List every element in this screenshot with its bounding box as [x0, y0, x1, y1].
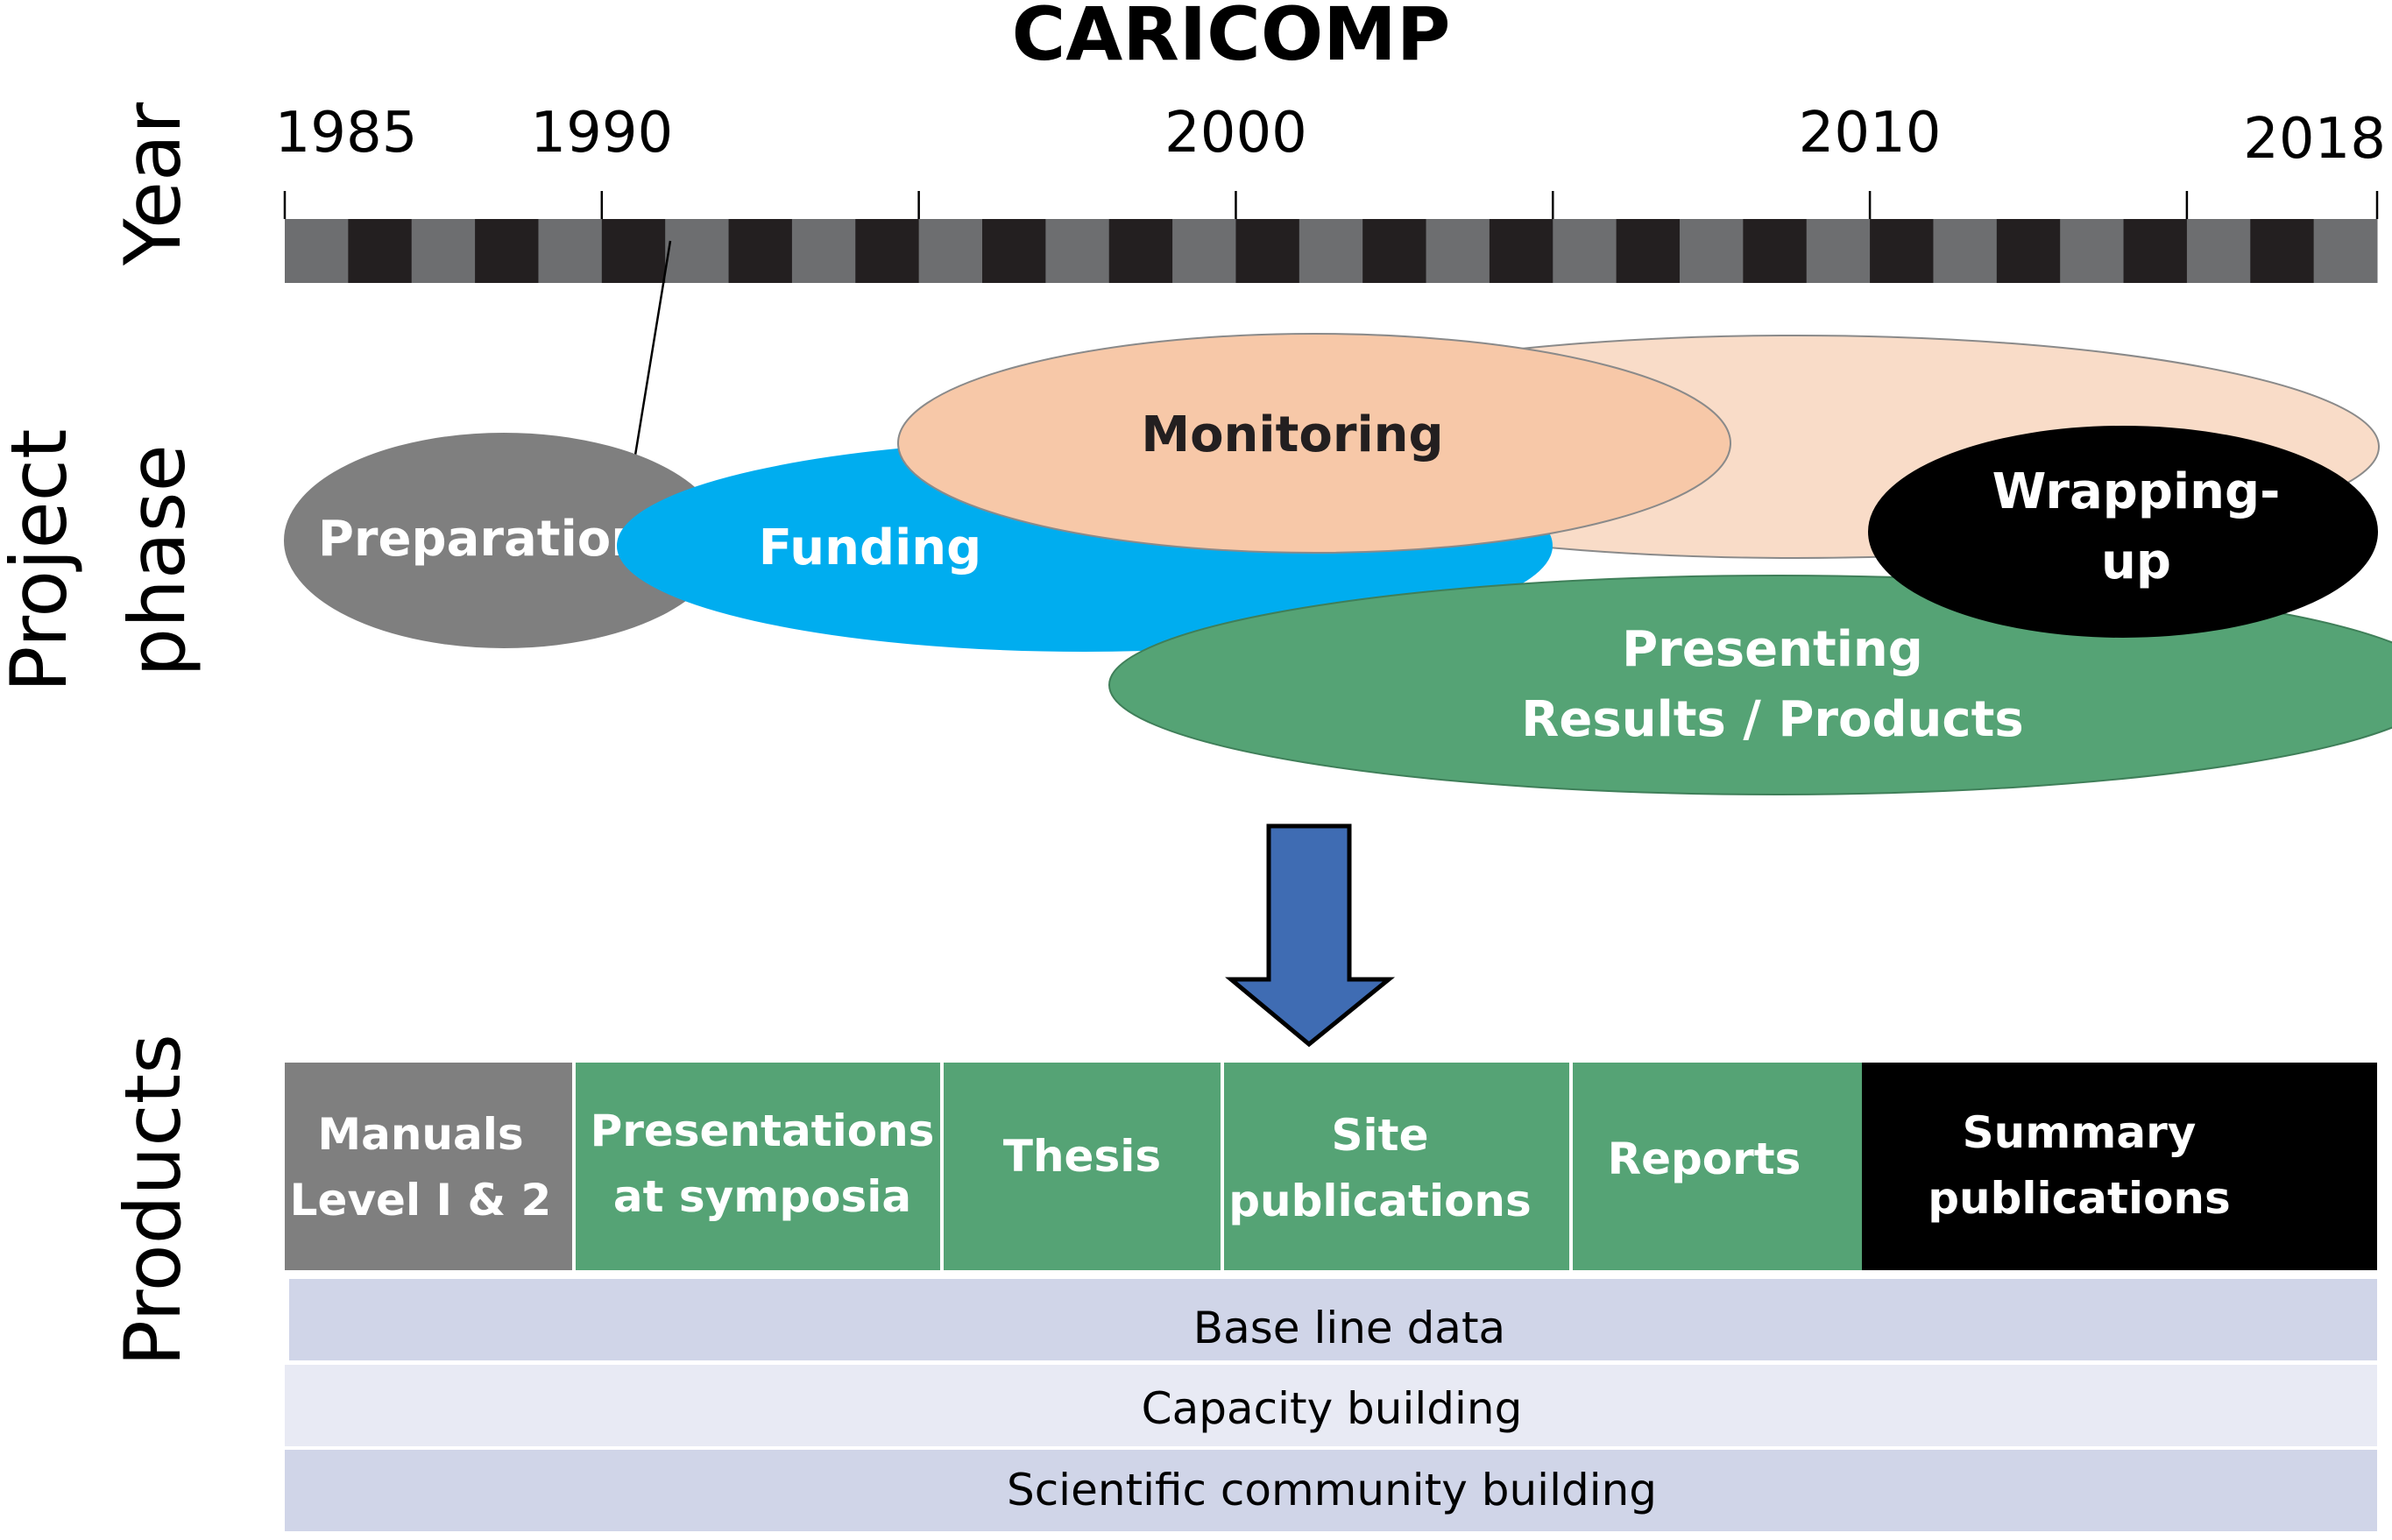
timeline-year-block [728, 219, 793, 283]
timeline-year-block [1108, 219, 1173, 283]
timeline-year-block [1933, 219, 1998, 283]
band-community: Scientific community building [285, 1450, 2377, 1531]
down-arrow-icon [1225, 823, 1396, 1048]
timeline-year-block [1489, 219, 1553, 283]
phase-preparation: Preparation [284, 433, 724, 648]
timeline-year-block [601, 219, 666, 283]
timeline-year-block [1996, 219, 2061, 283]
timeline-year-block [1299, 219, 1363, 283]
timeline-year-block [1172, 219, 1236, 283]
timeline-year-block [2250, 219, 2315, 283]
timeline-year-block [1616, 219, 1681, 283]
project-phases: Preparation Funding Presenting Results /… [284, 333, 2392, 795]
product-manuals: Manuals Level I & 2 [285, 1063, 574, 1270]
product-site-publications: Site publications [1222, 1063, 1571, 1270]
phase-preparation-label: Preparation [318, 511, 646, 568]
phase-wrapping-up-label-line1: Wrapping- [1992, 463, 2281, 520]
timeline-year-block [1045, 219, 1110, 283]
timeline-year-block [2313, 219, 2378, 283]
timeline-year-block [2186, 219, 2251, 283]
product-reports-line1: Reports [1608, 1134, 1801, 1184]
timeline-year-block [665, 219, 730, 283]
phase-wrapping-up-label-line2: up [2101, 533, 2171, 590]
product-site-publications-line1: Site [1332, 1110, 1429, 1161]
band-baseline-label: Base line data [1193, 1303, 1505, 1353]
row-label-project: Project [0, 428, 84, 692]
timeline-year-block [1680, 219, 1744, 283]
product-summary-publications-line2: publications [1928, 1173, 2231, 1224]
timeline-year-block [538, 219, 603, 283]
row-label-products: Products [108, 1034, 198, 1367]
timeline-year-blocks [285, 219, 2378, 283]
row-label-year: Year [108, 102, 198, 266]
product-summary-publications-line1: Summary [1963, 1107, 2197, 1158]
band-community-label: Scientific community building [1007, 1465, 1657, 1515]
timeline-year-block [1362, 219, 1427, 283]
phase-presenting-label-line1: Presenting [1622, 621, 1923, 678]
band-capacity-label: Capacity building [1142, 1383, 1523, 1434]
timeline-year-label: 2018 [2243, 107, 2386, 172]
timeline-year-block [918, 219, 983, 283]
timeline-year-block [1870, 219, 1934, 283]
product-reports: Reports [1571, 1063, 1862, 1270]
timeline-year-block [1235, 219, 1300, 283]
product-thesis-line1: Thesis [1003, 1131, 1161, 1182]
product-presentations-line1: Presentations [591, 1106, 935, 1156]
timeline-year-block [855, 219, 920, 283]
product-manuals-line1: Manuals [317, 1109, 523, 1160]
timeline-year-label: 2000 [1164, 101, 1307, 166]
row-label-phase: phase [112, 444, 202, 677]
timeline-year-block [1553, 219, 1617, 283]
timeline-year-labels: 1985 1990 2000 2010 2018 [275, 101, 2386, 172]
phase-monitoring: Monitoring [897, 333, 1731, 554]
product-separators [572, 1063, 1573, 1270]
band-capacity: Capacity building [285, 1365, 2377, 1446]
products-row: Manuals Level I & 2 Presentations at sym… [285, 1063, 2377, 1270]
product-presentations: Presentations at symposia [574, 1063, 942, 1270]
phase-wrapping-up: Wrapping- up [1868, 426, 2378, 638]
timeline-year-block [411, 219, 476, 283]
timeline-year-block [475, 219, 539, 283]
timeline-ticks [283, 191, 2379, 219]
timeline-year-block [1426, 219, 1490, 283]
phase-presenting-label-line2: Results / Products [1521, 691, 2023, 748]
timeline-year-block [982, 219, 1046, 283]
phase-monitoring-label: Monitoring [1141, 406, 1443, 463]
product-summary-publications: Summary publications [1862, 1063, 2377, 1270]
year-timeline: 1985 1990 2000 2010 2018 [275, 101, 2386, 283]
timeline-year-block [1806, 219, 1871, 283]
product-site-publications-line2: publications [1228, 1176, 1532, 1226]
timeline-year-block [348, 219, 413, 283]
band-baseline: Base line data [289, 1279, 2377, 1360]
product-manuals-line2: Level I & 2 [290, 1175, 552, 1226]
timeline-year-block [285, 219, 349, 283]
product-bands: Base line data Capacity building Scienti… [285, 1279, 2377, 1531]
product-presentations-line2: at symposia [613, 1171, 911, 1222]
timeline-year-block [2060, 219, 2125, 283]
timeline-year-label: 1985 [275, 101, 418, 166]
timeline-year-label: 1990 [530, 101, 673, 166]
timeline-year-label: 2010 [1799, 101, 1942, 166]
phase-funding-label: Funding [759, 519, 981, 576]
timeline-year-block [2123, 219, 2188, 283]
timeline-year-block [1743, 219, 1808, 283]
diagram-title: CARICOMP [1012, 0, 1451, 77]
timeline-year-block [791, 219, 856, 283]
product-thesis: Thesis [942, 1063, 1222, 1270]
